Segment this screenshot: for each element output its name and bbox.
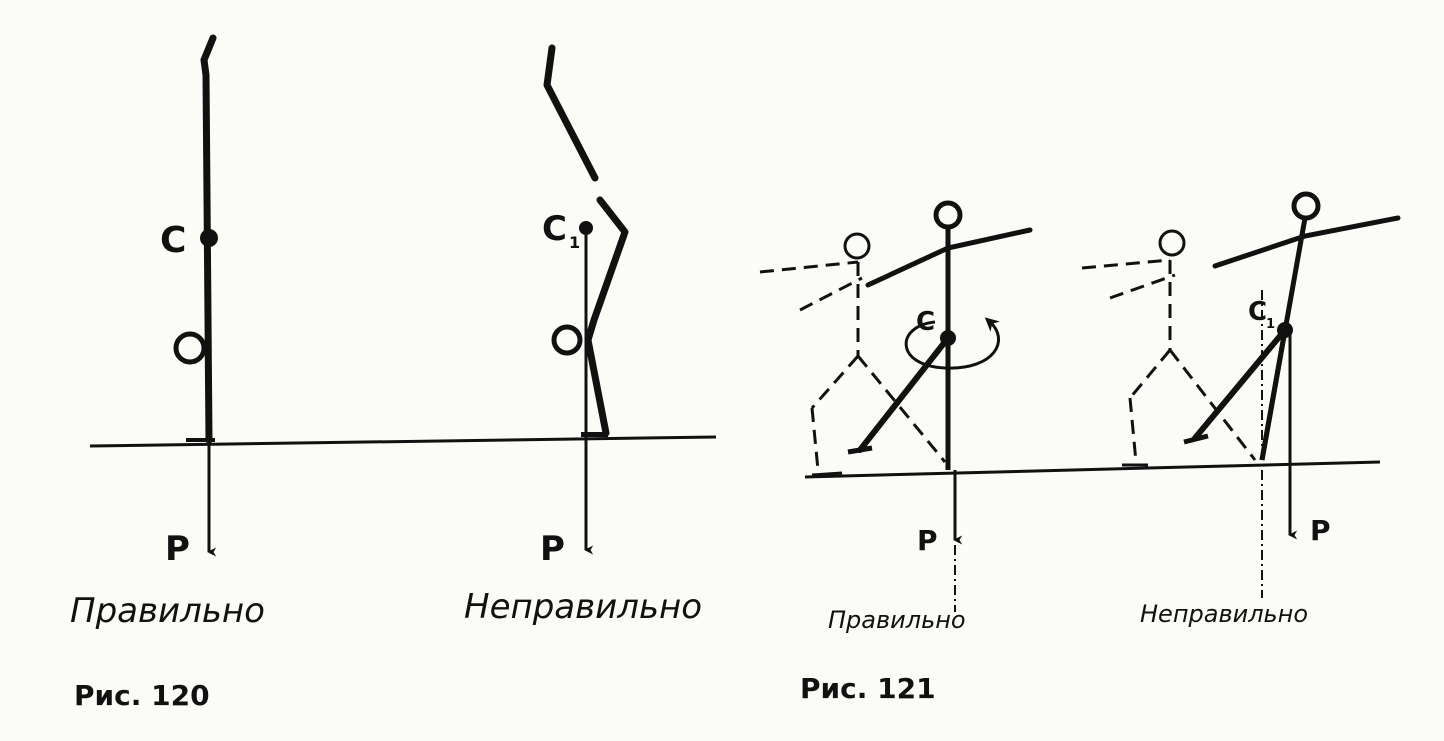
figure-120: С P С 1 P Правильно Неправильно Рис. 120 [70,34,717,712]
ghost-figure-correct [759,232,947,471]
leg-121-incorrect [1192,327,1288,441]
knee-circle-incorrect [551,324,583,356]
label-p-121-incorrect: P [1310,514,1331,547]
rotation-arrow [904,317,1001,370]
skier-120-correct: С P [160,34,218,569]
arm-121-incorrect [1212,215,1401,269]
label-c1-121-subscript: 1 [1266,317,1275,332]
label-c1-subscript: 1 [569,233,580,252]
center-of-mass-c-121 [940,330,956,346]
boot-incorrect [581,432,608,437]
skier-120-incorrect: С 1 P [540,44,629,569]
caption-121-correct: Правильно [828,606,966,634]
label-c1-121: С [1248,297,1267,327]
ghost-figure-incorrect [1081,229,1257,463]
caption-121-incorrect: Неправильно [1140,600,1308,628]
figure-label-121: Рис. 121 [800,672,936,705]
ski-pole-correct [200,34,217,444]
label-p-incorrect: P [540,529,565,569]
ground-line-120 [89,435,717,448]
bent-body-incorrect [543,44,629,437]
label-p-correct: P [165,529,190,569]
knee-circle-correct [173,331,207,365]
skier-121-correct: С P [759,200,1033,612]
label-c-121: С [916,307,935,337]
head-circle-121-correct [933,200,963,230]
head-circle-121-incorrect [1291,191,1321,221]
figure-121: С P С 1 P [759,191,1401,705]
leg-121-correct [857,335,951,453]
caption-120-correct: Правильно [70,591,265,631]
label-c: С [160,220,186,261]
caption-120-incorrect: Неправильно [464,587,702,627]
label-p-121-correct: P [917,524,938,557]
ground-line-121 [804,460,1381,479]
label-c1: С [542,209,567,249]
center-of-mass-c1 [579,221,593,235]
boot-correct [186,438,215,442]
figure-label-120: Рис. 120 [74,679,210,712]
center-of-mass-c [200,229,218,247]
skier-121-incorrect: С 1 P [1081,191,1401,598]
